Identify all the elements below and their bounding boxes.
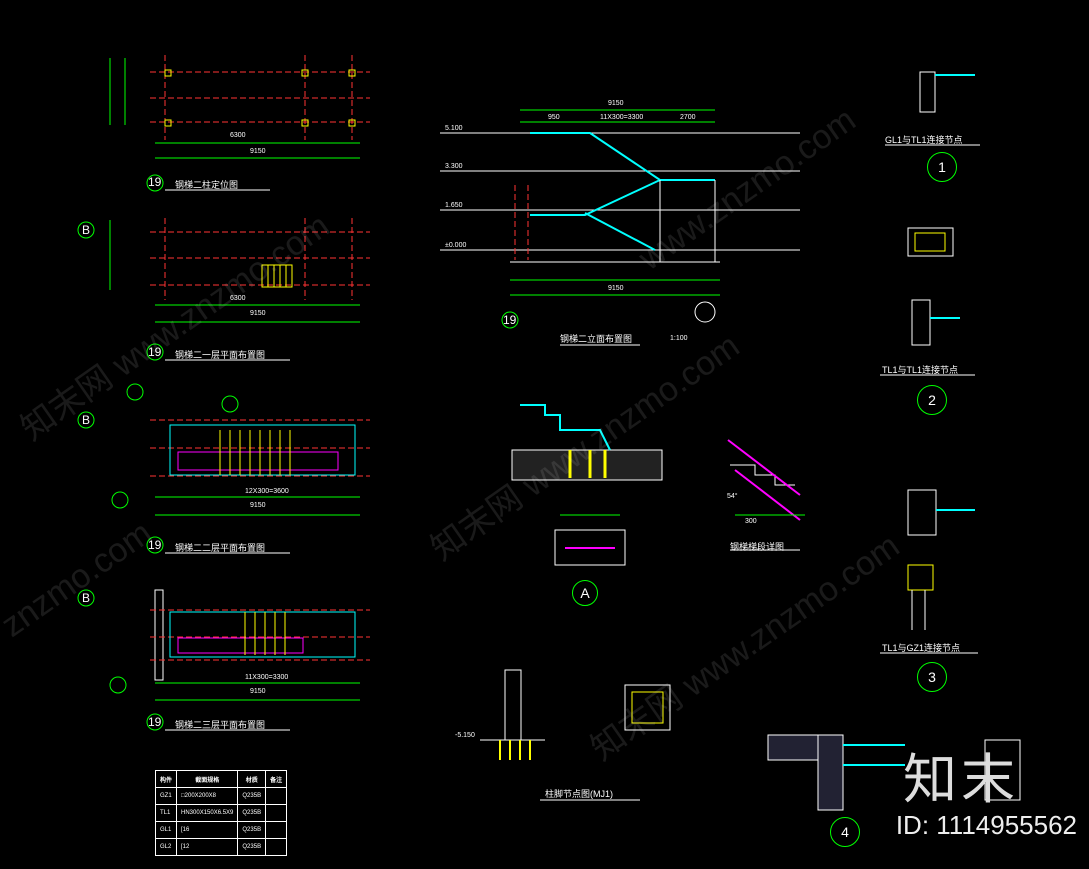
node2-num: 2 <box>928 392 936 408</box>
plan3-axis: B <box>82 413 91 427</box>
node1-num: 1 <box>938 159 946 175</box>
plan2-drawing <box>77 218 370 361</box>
elevation-scale: 1:100 <box>670 335 688 342</box>
table-cell: Q235B <box>237 787 267 805</box>
step-detail-dim: 300 <box>745 518 757 525</box>
table-cell: GZ1 <box>154 787 178 805</box>
table-header-cell: 备注 <box>265 770 288 788</box>
elevation-title: 钢梯二立面布置图 <box>560 334 633 344</box>
plan3-total-dim: 9150 <box>250 502 266 509</box>
brand-logo: 知末 <box>903 748 1019 811</box>
elevation-sub-dim-3: 2700 <box>680 114 696 121</box>
elevation-drawing <box>440 109 800 346</box>
plan1-title: 钢梯二柱定位图 <box>175 180 239 190</box>
plan4-marker: 19 <box>148 715 162 729</box>
elevation-sub-dim-2: 11X300=3300 <box>600 114 644 121</box>
table-row: GL1 [16 Q235B <box>154 821 288 839</box>
table-cell <box>265 787 288 805</box>
table-cell: Q235B <box>237 821 267 839</box>
elevation-level-4: ±0.000 <box>445 242 467 249</box>
step-detail-title: 钢梯梯段详图 <box>730 542 785 552</box>
plan1-drawing <box>109 55 370 192</box>
column-base-drawing <box>480 669 671 801</box>
table-cell <box>265 821 288 839</box>
plan4-total-dim: 9150 <box>250 688 266 695</box>
plan3-drawing <box>77 383 370 554</box>
node4-num: 4 <box>841 824 849 840</box>
node1-title: GL1与TL1连接节点 <box>885 135 963 145</box>
elevation-marker: 19 <box>503 313 517 327</box>
plan1-mid-dim: 6300 <box>230 132 246 139</box>
node2-title: TL1与TL1连接节点 <box>882 365 959 375</box>
table-cell <box>265 804 288 822</box>
plan2-marker: 19 <box>148 345 162 359</box>
stair-section-drawing <box>511 404 663 566</box>
table-cell: GL1 <box>154 821 178 839</box>
plan3-dim-stairs: 12X300=3600 <box>245 488 289 495</box>
table-header-cell: 构件 <box>154 770 178 788</box>
detail-a-badge: A <box>572 580 598 606</box>
table-cell: HN300X150X6.5X9 <box>176 804 239 822</box>
node2-badge: 2 <box>917 385 947 415</box>
elevation-level-3: 1.650 <box>445 202 463 209</box>
table-cell: Q235B <box>237 804 267 822</box>
plan2-title: 钢梯二一层平面布置图 <box>175 350 266 360</box>
table-header-cell: 材质 <box>237 770 267 788</box>
plan4-dim-stairs: 11X300=3300 <box>245 674 289 681</box>
table-row: TL1 HN300X150X6.5X9 Q235B <box>154 804 288 822</box>
step-detail-drawing <box>727 439 805 551</box>
elevation-bottom-dim: 9150 <box>608 285 624 292</box>
table-row: GZ1 □200X200X8 Q235B <box>154 787 288 805</box>
table-cell <box>265 838 288 856</box>
table-cell: □200X200X8 <box>176 787 239 805</box>
table-cell: [12 <box>176 838 239 856</box>
plan4-title: 钢梯二三层平面布置图 <box>175 720 266 730</box>
node3-title: TL1与GZ1连接节点 <box>882 643 961 653</box>
brand-id-text: ID: 1114955562 <box>895 810 1077 840</box>
table-row: GL2 [12 Q235B <box>154 838 288 856</box>
elevation-top-dim: 9150 <box>608 100 624 107</box>
step-detail-angle: 54° <box>727 493 738 500</box>
column-base-level: -5.150 <box>455 732 475 739</box>
plan1-marker: 19 <box>148 175 162 189</box>
plan4-drawing <box>77 589 370 731</box>
plan2-mid-dim: 6300 <box>230 295 246 302</box>
member-schedule-table: 构件 截面规格 材质 备注 GZ1 □200X200X8 Q235B TL1 H… <box>154 770 288 856</box>
elevation-sub-dim-1: 950 <box>548 114 560 121</box>
table-cell: GL2 <box>154 838 178 856</box>
node4-badge: 4 <box>830 817 860 847</box>
elevation-level-2: 3.300 <box>445 163 463 170</box>
plan2-total-dim: 9150 <box>250 310 266 317</box>
column-base-title: 柱脚节点图(MJ1) <box>545 789 613 799</box>
node1-badge: 1 <box>927 152 957 182</box>
table-cell: Q235B <box>237 838 267 856</box>
plan3-marker: 19 <box>148 538 162 552</box>
table-header-row: 构件 截面规格 材质 备注 <box>154 770 288 788</box>
plan2-axis: B <box>82 223 91 237</box>
plan4-axis: B <box>82 591 91 605</box>
detail-a-label: A <box>580 585 590 601</box>
node-details-drawing <box>767 71 1021 811</box>
elevation-level-1: 5.100 <box>445 125 463 132</box>
plan3-title: 钢梯二二层平面布置图 <box>175 543 266 553</box>
table-header-cell: 截面规格 <box>176 770 239 788</box>
node3-badge: 3 <box>917 662 947 692</box>
table-cell: TL1 <box>154 804 178 822</box>
table-cell: [16 <box>176 821 239 839</box>
node3-num: 3 <box>928 669 936 685</box>
plan1-total-dim: 9150 <box>250 148 266 155</box>
